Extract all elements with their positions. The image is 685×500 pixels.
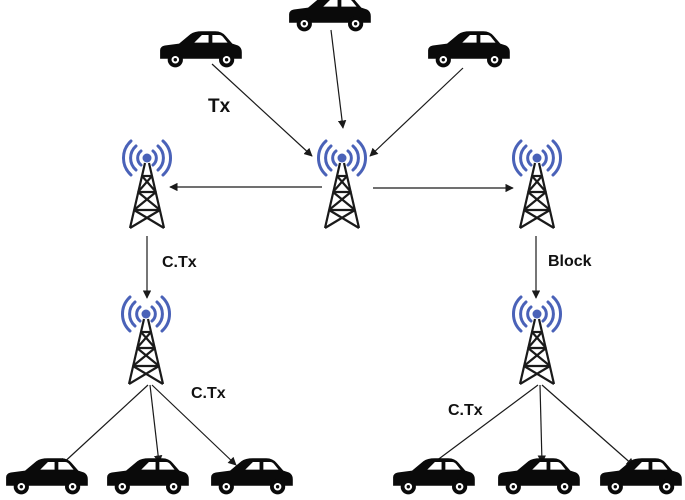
label-tx: Tx [208, 96, 231, 117]
label-ctx-bottom-left: C.Tx [191, 385, 226, 402]
car-icon [600, 458, 682, 495]
car-icon [498, 458, 580, 495]
car-icon [107, 458, 189, 495]
cell-tower-icon [511, 295, 563, 386]
arrow-car-right-to-center [369, 67, 464, 157]
car-icon [289, 0, 371, 32]
cell-tower-icon [511, 139, 563, 230]
cell-tower-icon [316, 139, 368, 230]
arrow-lower-right-to-car3 [541, 384, 635, 467]
car-icon [211, 458, 293, 495]
car-icon [393, 458, 475, 495]
arrow-car-left-to-center [211, 63, 313, 157]
cell-tower-icon [120, 295, 172, 386]
arrow-lower-right-to-car1 [427, 384, 539, 468]
arrow-lower-left-to-car1 [59, 384, 149, 467]
arrow-lower-left-to-car2 [149, 384, 163, 464]
label-block: Block [548, 253, 592, 270]
arrow-lower-left-to-car3 [151, 384, 237, 466]
label-ctx-bottom-right: C.Tx [448, 402, 483, 419]
arrows [59, 29, 635, 468]
car-icon [428, 31, 510, 68]
car-icon [6, 458, 88, 495]
arrow-car-top-to-center [330, 29, 347, 129]
car-icon [160, 31, 242, 68]
cell-tower-icon [121, 139, 173, 230]
arrow-lower-right-to-car2 [537, 384, 547, 464]
label-ctx-left: C.Tx [162, 254, 197, 271]
